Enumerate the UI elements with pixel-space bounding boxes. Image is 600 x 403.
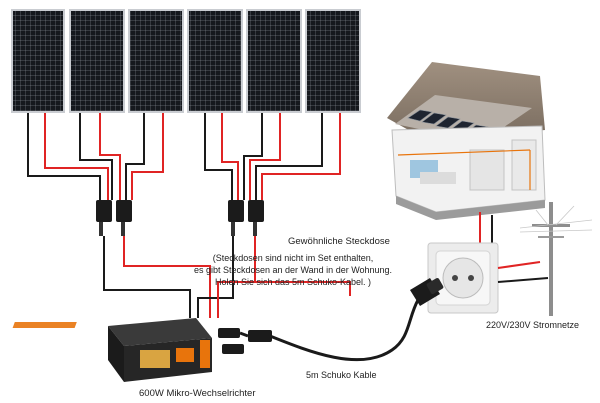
right-string-wires	[204, 113, 341, 200]
cable-label: 5m Schuko Kable	[306, 370, 377, 380]
solar-panel-icon	[11, 9, 65, 113]
mc4-connector-icon	[228, 200, 264, 236]
schuko-cable	[269, 299, 420, 362]
dc-trunk-wires	[103, 236, 351, 318]
socket-note-line-3: Holen Sie sich das 5m Schuko-Kabel. )	[214, 277, 372, 287]
solar-panel-icon	[128, 9, 184, 113]
solar-panel-icon	[69, 9, 125, 113]
wall-socket-icon	[427, 242, 499, 314]
mc4-connector-icon	[96, 200, 132, 236]
solar-panel-icon	[187, 9, 243, 113]
socket-note-line-1: (Steckdosen sind nicht im Set enthalten,	[212, 253, 374, 263]
grid-wires	[497, 261, 549, 283]
socket-note-line-2: es gibt Steckdosen an der Wand in der Wo…	[193, 265, 393, 275]
inverter-label: 600W Mikro-Wechselrichter	[139, 388, 256, 399]
socket-note-label: (Steckdosen sind nicht im Set enthalten,…	[178, 252, 408, 288]
solar-panel-icon	[246, 9, 302, 113]
left-string-wires	[27, 113, 164, 200]
microinverter-icon	[12, 318, 272, 382]
schuko-plug-icon	[410, 278, 444, 306]
solar-panel-icon	[305, 9, 361, 113]
solar-panel-array	[11, 9, 361, 113]
socket-title-label: Gewöhnliche Steckdose	[288, 236, 390, 247]
utility-pole-icon	[519, 202, 593, 316]
house-icon	[387, 62, 546, 220]
grid-label: 220V/230V Stromnetze	[486, 320, 580, 330]
